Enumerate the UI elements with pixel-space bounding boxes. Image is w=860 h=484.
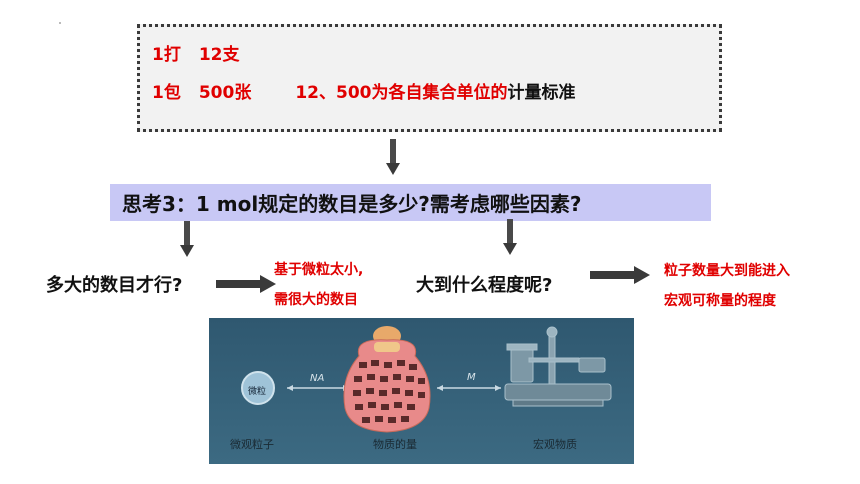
illustration-graphics (241, 326, 612, 433)
dozen-count: 12支 (198, 45, 240, 65)
caption-micro: 微观粒子 (230, 438, 274, 451)
unit-dozen: 1打 (152, 45, 181, 65)
standard-note-red: 12、500为各自集合单位的 (295, 83, 508, 103)
answer-line: 基于微粒太小, (274, 262, 364, 278)
particle-circle (241, 371, 275, 405)
example-line-1: 1打 12支 (152, 40, 240, 65)
answer-line: 宏观可称量的程度 (664, 293, 776, 309)
balance-scale-icon (504, 326, 612, 407)
answer-small-particles: 基于微粒太小, 需很大的数目 (274, 255, 363, 315)
caption-amount: 物质的量 (373, 438, 417, 451)
unit-pack: 1包 (152, 83, 181, 103)
standard-note-black: 计量标准 (507, 83, 576, 103)
example-line-2: 1包 500张 12、500为各自集合单位的计量标准 (152, 78, 576, 103)
caption-macro: 宏观物质 (533, 438, 577, 451)
down-arrow-icon (180, 221, 194, 257)
question-what-degree: 大到什么程度呢? (416, 275, 553, 296)
down-arrow-icon (503, 219, 517, 255)
unit-example-box: 1打 12支 1包 500张 12、500为各自集合单位的计量标准 (137, 24, 722, 132)
micro-macro-illustration: 微粒 NA M 微观粒子 物质的量 宏观物质 (209, 318, 634, 464)
right-arrow-icon (590, 266, 650, 284)
pack-count: 500张 (198, 83, 252, 103)
answer-line: 需很大的数目 (274, 292, 358, 308)
decor-dot (59, 22, 61, 24)
down-arrow-icon (386, 139, 400, 175)
particle-bag-icon (343, 326, 431, 433)
think-question-banner: 思考3：1 mol规定的数目是多少?需考虑哪些因素? (110, 184, 711, 221)
molar-mass-symbol: M (467, 372, 476, 383)
particle-label: 微粒 (248, 387, 267, 397)
avogadro-symbol: NA (310, 373, 325, 384)
answer-line: 粒子数量大到能进入 (664, 263, 790, 279)
right-arrow-icon (216, 275, 276, 293)
answer-weighable: 粒子数量大到能进入 宏观可称量的程度 (664, 256, 790, 316)
question-how-large: 多大的数目才行? (46, 275, 183, 296)
